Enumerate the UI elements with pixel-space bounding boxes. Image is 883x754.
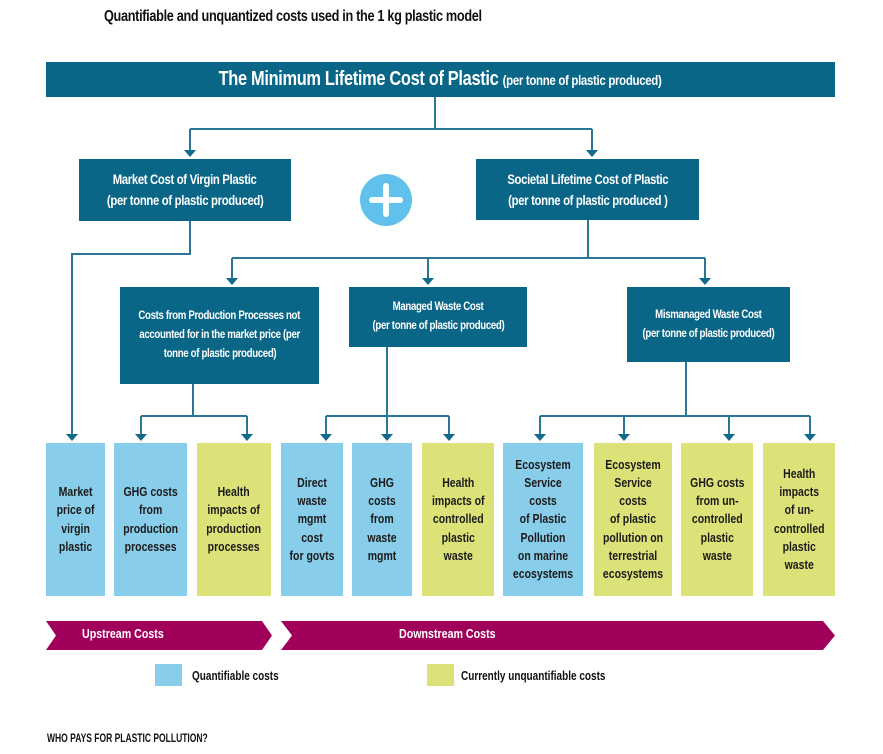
arrow-head-icon bbox=[320, 434, 332, 441]
legend-swatch-unquantifiable bbox=[427, 664, 454, 686]
arrow-head-icon bbox=[184, 150, 196, 157]
managed-waste-subtitle: (per tonne of plastic produced) bbox=[372, 320, 504, 332]
arrow-head-icon bbox=[241, 434, 253, 441]
arrow-head-icon bbox=[699, 278, 711, 285]
figure-caption: Quantifiable and unquantized costs used … bbox=[104, 8, 482, 25]
connector-top bbox=[189, 97, 593, 150]
connector-managed bbox=[325, 347, 450, 434]
connector-market bbox=[71, 221, 191, 434]
arrow-head-icon bbox=[618, 434, 630, 441]
production-costs-line-1: Costs from Production Processes not bbox=[138, 310, 301, 322]
section-heading: WHO PAYS FOR PLASTIC POLLUTION? bbox=[47, 733, 208, 745]
top-title: The Minimum Lifetime Cost of Plastic (pe… bbox=[219, 68, 662, 91]
production-costs-line-3: tonne of plastic produced) bbox=[163, 348, 276, 360]
top-title-text: The Minimum Lifetime Cost of Plastic bbox=[219, 68, 499, 90]
societal-cost-box: Societal Lifetime Cost of Plastic (per t… bbox=[476, 159, 699, 220]
legend-label-unquantifiable: Currently unquantifiable costs bbox=[461, 669, 606, 683]
upstream-costs-label: Upstream Costs bbox=[82, 626, 164, 641]
mismanaged-waste-subtitle: (per tonne of plastic produced) bbox=[642, 327, 775, 340]
arrow-head-icon bbox=[804, 434, 816, 441]
production-costs-line-2: accounted for in the market price (per bbox=[139, 329, 300, 341]
connector-production bbox=[140, 384, 248, 434]
downstream-costs-label: Downstream Costs bbox=[399, 626, 496, 641]
legend-swatch-quantifiable bbox=[155, 664, 182, 686]
top-subtitle: (per tonne of plastic produced) bbox=[503, 72, 662, 88]
arrow-head-icon bbox=[135, 434, 147, 441]
mismanaged-waste-title: Mismanaged Waste Cost bbox=[655, 308, 762, 321]
production-costs-box: Costs from Production Processes not acco… bbox=[120, 287, 319, 384]
managed-waste-box: Managed Waste Cost (per tonne of plastic… bbox=[349, 287, 527, 347]
connector-mismanaged bbox=[539, 362, 811, 434]
plus-icon bbox=[360, 174, 412, 226]
upstream-band bbox=[46, 621, 272, 650]
legend-label-quantifiable: Quantifiable costs bbox=[192, 669, 279, 683]
arrow-head-icon bbox=[586, 150, 598, 157]
arrow-head-icon bbox=[226, 278, 238, 285]
connector-societal bbox=[231, 220, 706, 278]
arrow-head-icon bbox=[443, 434, 455, 441]
arrow-head-icon bbox=[422, 278, 434, 285]
downstream-band bbox=[281, 621, 835, 650]
market-cost-box: Market Cost of Virgin Plastic (per tonne… bbox=[79, 159, 291, 221]
arrow-head-icon bbox=[66, 434, 78, 441]
arrow-head-icon bbox=[534, 434, 546, 441]
arrow-head-icon bbox=[381, 434, 393, 441]
arrow-head-icon bbox=[723, 434, 735, 441]
managed-waste-title: Managed Waste Cost bbox=[392, 301, 484, 313]
market-cost-title: Market Cost of Virgin Plastic bbox=[113, 172, 257, 187]
societal-cost-title: Societal Lifetime Cost of Plastic bbox=[507, 171, 668, 187]
minimum-lifetime-cost-box: The Minimum Lifetime Cost of Plastic (pe… bbox=[46, 62, 835, 97]
market-cost-subtitle: (per tonne of plastic produced) bbox=[106, 193, 264, 208]
mismanaged-waste-box: Mismanaged Waste Cost (per tonne of plas… bbox=[627, 287, 790, 362]
societal-cost-subtitle: (per tonne of plastic produced ) bbox=[507, 192, 668, 208]
